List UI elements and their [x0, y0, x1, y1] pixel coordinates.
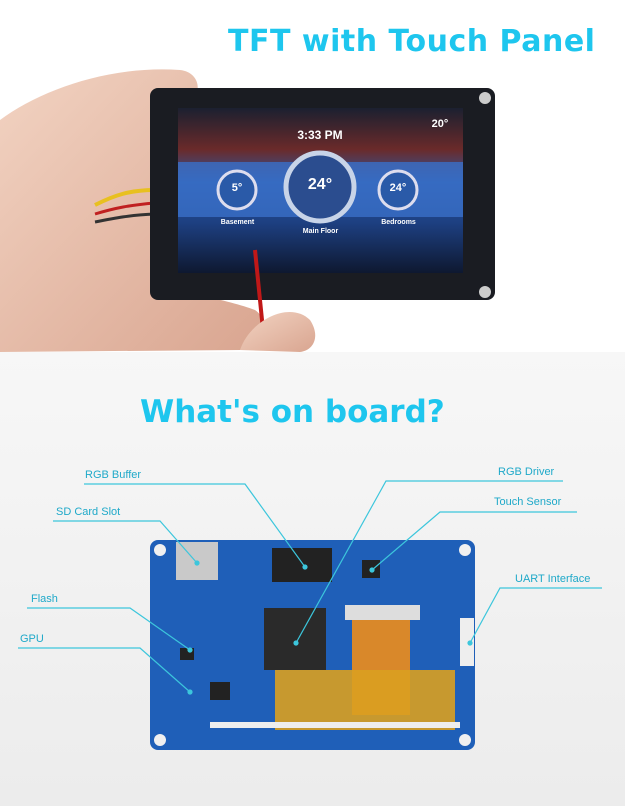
label-flash: Flash — [31, 593, 58, 605]
uart-connector — [460, 618, 474, 666]
rgb-driver-chip — [264, 608, 326, 670]
bedrooms-label: Bedrooms — [381, 219, 416, 226]
dial-basement — [216, 169, 258, 211]
rgb-buffer-chip — [272, 548, 332, 582]
basement-label: Basement — [220, 219, 255, 226]
dial-bedrooms — [377, 169, 419, 211]
main-floor-label: Main Floor — [302, 228, 339, 235]
basement-temp: 5° — [231, 182, 243, 194]
gpu-chip — [210, 682, 230, 700]
ribbon-cable — [94, 188, 156, 207]
screen-time: 3:33 PM — [297, 128, 343, 142]
label-rgb-buffer: RGB Buffer — [85, 469, 142, 481]
label-rgb-driver: RGB Driver — [498, 466, 555, 478]
label-uart-interface: UART Interface — [515, 573, 591, 585]
label-sd-card-slot: SD Card Slot — [56, 506, 121, 518]
bedrooms-temp: 24° — [389, 182, 407, 194]
top-heading: TFT with Touch Panel — [228, 24, 596, 59]
main-floor-temp: 24° — [307, 176, 333, 193]
label-gpu: GPU — [20, 633, 44, 645]
dial-main — [283, 150, 357, 224]
hand — [0, 69, 264, 352]
label-touch-sensor: Touch Sensor — [494, 496, 562, 508]
fpc-connector — [345, 605, 420, 620]
screen-outside-temp: 20° — [431, 118, 449, 130]
bottom-heading: What's on board? — [140, 394, 445, 430]
